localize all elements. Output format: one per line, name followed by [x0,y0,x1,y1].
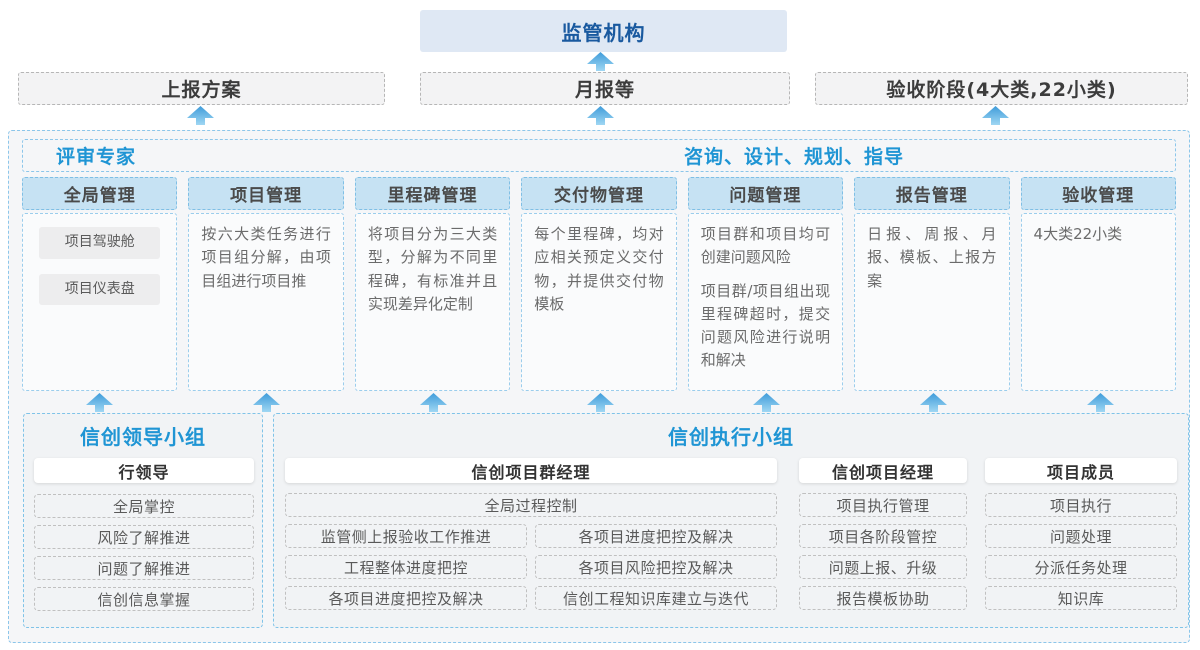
management-columns: 全局管理 项目驾驶舱 项目仪表盘 项目管理 按六大类任务进行项目组分解，由项目组… [22,177,1176,391]
column-text: 按六大类任务进行项目组分解，由项目组进行项目推 [201,225,331,290]
output-box-report-plan: 上报方案 [18,72,385,105]
column-deliverable-management: 交付物管理 每个里程碑，均对应相关预定义交付物，并提供交付物模板 [521,177,677,391]
column-body: 项目群和项目均可创建问题风险 项目群/项目组出现里程碑超时，提交问题风险进行说明… [687,213,844,391]
up-arrow-icon [253,393,280,412]
output-box-acceptance-phase: 验收阶段(4大类,22小类) [815,72,1188,105]
output-label: 验收阶段(4大类,22小类) [886,79,1117,101]
duty-item: 监管侧上报验收工作推进 [285,524,527,548]
column-text: 项目群和项目均可创建问题风险 [700,225,831,267]
duty-item-full: 全局过程控制 [285,493,777,517]
column-report-management: 报告管理 日报、周报、月报、模板、上报方案 [854,177,1010,391]
column-header: 项目管理 [188,177,344,210]
column-body: 日报、周报、月报、模板、上报方案 [854,213,1010,391]
duty-item: 项目执行 [985,493,1177,517]
duty-item: 报告模板协助 [799,586,967,610]
column-header: 问题管理 [687,177,844,210]
column-header: 交付物管理 [521,177,677,210]
column-header: 报告管理 [854,177,1010,210]
duty-item: 全局掌控 [34,494,254,518]
program-manager-area: 信创项目群经理 全局过程控制 监管侧上报验收工作推进 工程整体进度把控 各项目进… [285,458,777,617]
column-text: 项目群/项目组出现里程碑超时，提交问题风险进行说明和解决 [700,281,831,370]
project-manager-area: 信创项目经理 项目执行管理 项目各阶段管控 问题上报、升级 报告模板协助 [799,458,967,617]
exec-group-box: 信创执行小组 信创项目群经理 全局过程控制 监管侧上报验收工作推进 工程整体进度… [273,413,1189,628]
duty-item: 信创信息掌握 [34,587,254,611]
duty-item: 项目执行管理 [799,493,967,517]
output-label: 上报方案 [161,79,242,101]
column-text: 将项目分为三大类型，分解为不同里程碑，有标准并且实现差异化定制 [367,225,498,313]
duty-item: 问题上报、升级 [799,555,967,579]
column-milestone-management: 里程碑管理 将项目分为三大类型，分解为不同里程碑，有标准并且实现差异化定制 [354,177,511,391]
up-arrow-icon [982,106,1009,125]
column-global-management: 全局管理 项目驾驶舱 项目仪表盘 [22,177,178,391]
column-body: 项目驾驶舱 项目仪表盘 [22,213,178,391]
regulator-box: 监管机构 [420,10,787,52]
advisory-strip: 评审专家 咨询、设计、规划、指导 [22,139,1176,172]
column-body: 将项目分为三大类型，分解为不同里程碑，有标准并且实现差异化定制 [354,213,511,391]
column-body: 每个里程碑，均对应相关预定义交付物，并提供交付物模板 [521,213,677,391]
advisory-label: 咨询、设计、规划、指导 [684,146,905,168]
column-header: 验收管理 [1020,177,1176,210]
column-text: 每个里程碑，均对应相关预定义交付物，并提供交付物模板 [534,225,664,313]
project-member-area: 项目成员 项目执行 问题处理 分派任务处理 知识库 [985,458,1177,617]
column-project-management: 项目管理 按六大类任务进行项目组分解，由项目组进行项目推 [188,177,344,391]
duty-item: 信创工程知识库建立与迭代 [535,586,777,610]
leader-group-title: 信创领导小组 [80,425,206,449]
up-arrow-icon [920,393,947,412]
program-manager-duty-grid: 监管侧上报验收工作推进 工程整体进度把控 各项目进度把控及解决 各项目进度把控及… [285,524,777,617]
expert-label: 评审专家 [56,146,137,168]
leader-group-box: 信创领导小组 行领导 全局掌控 风险了解推进 问题了解推进 信创信息掌握 [23,413,263,628]
role-bank-leader: 行领导 [34,458,254,483]
duty-item: 各项目进度把控及解决 [535,524,777,548]
pill-project-dashboard: 项目仪表盘 [39,273,161,306]
output-label: 月报等 [574,79,635,101]
regulator-label: 监管机构 [561,20,646,45]
duty-item: 项目各阶段管控 [799,524,967,548]
pill-project-cockpit: 项目驾驶舱 [39,227,161,259]
up-arrow-icon [86,393,113,412]
duty-column-left: 监管侧上报验收工作推进 工程整体进度把控 各项目进度把控及解决 [285,524,527,617]
column-acceptance-management: 验收管理 4大类22小类 [1020,177,1176,391]
duty-item: 问题了解推进 [34,556,254,580]
column-text: 4大类22小类 [1033,225,1123,243]
duty-item: 问题处理 [985,524,1177,548]
role-project-member: 项目成员 [985,458,1177,483]
up-arrow-icon [587,52,614,71]
leader-group-content: 行领导 全局掌控 风险了解推进 问题了解推进 信创信息掌握 [34,458,254,618]
up-arrow-icon [587,393,614,412]
role-program-manager: 信创项目群经理 [285,458,777,483]
up-arrow-icon [420,393,447,412]
duty-item: 工程整体进度把控 [285,555,527,579]
column-body: 按六大类任务进行项目组分解，由项目组进行项目推 [188,213,344,391]
column-body: 4大类22小类 [1020,213,1176,391]
up-arrow-icon [1087,393,1114,412]
up-arrow-icon [753,393,780,412]
column-issue-management: 问题管理 项目群和项目均可创建问题风险 项目群/项目组出现里程碑超时，提交问题风… [687,177,844,391]
column-header: 里程碑管理 [354,177,511,210]
duty-column-right: 各项目进度把控及解决 各项目风险把控及解决 信创工程知识库建立与迭代 [535,524,777,617]
duty-item: 知识库 [985,586,1177,610]
role-project-manager: 信创项目经理 [799,458,967,483]
up-arrow-icon [187,106,214,125]
up-arrow-icon [587,106,614,125]
duty-item: 各项目进度把控及解决 [285,586,527,610]
column-text: 日报、周报、月报、模板、上报方案 [867,225,997,290]
exec-group-title: 信创执行小组 [668,425,794,449]
output-box-monthly-report: 月报等 [420,72,790,105]
platform-container: 评审专家 咨询、设计、规划、指导 全局管理 项目驾驶舱 项目仪表盘 项目管理 按… [8,130,1190,643]
duty-item: 分派任务处理 [985,555,1177,579]
column-header: 全局管理 [22,177,178,210]
duty-item: 各项目风险把控及解决 [535,555,777,579]
duty-item: 风险了解推进 [34,525,254,549]
